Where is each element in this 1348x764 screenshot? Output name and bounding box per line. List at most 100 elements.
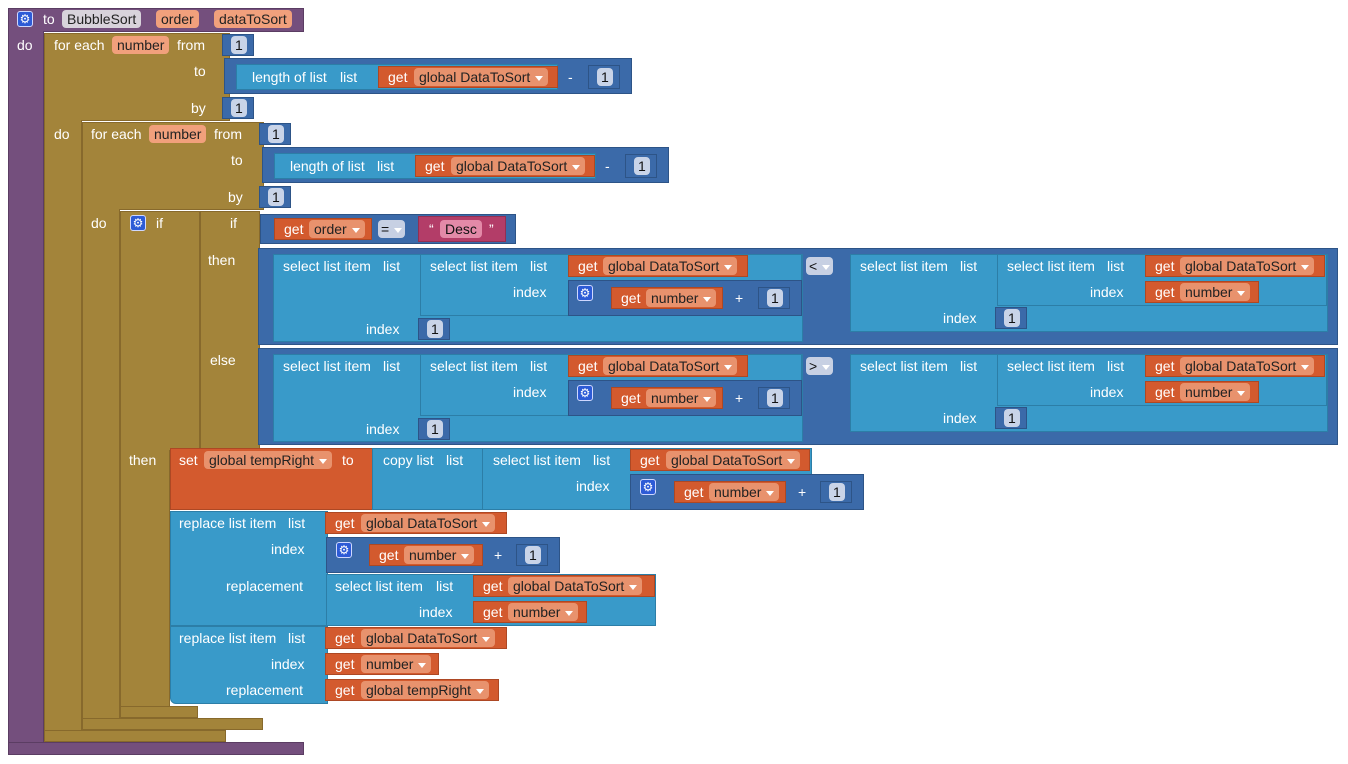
outer-from-number[interactable]: 1 <box>231 36 247 54</box>
then-right-outer-index-one[interactable]: 1 <box>1004 309 1020 327</box>
replace1-select-data-dropdown[interactable]: global DataToSort <box>508 577 643 595</box>
then-right-data-dropdown[interactable]: global DataToSort <box>1180 257 1315 275</box>
then-left-number-dropdown[interactable]: number <box>646 289 717 307</box>
gt-op-dropdown[interactable]: > <box>806 357 834 375</box>
if-rail <box>120 450 170 718</box>
replace1-select-index-label: index <box>419 604 453 620</box>
text-desc-value[interactable]: Desc <box>440 220 482 238</box>
replace2-get-temp-label: get <box>335 682 355 698</box>
procedure-gear-icon[interactable]: ⚙ <box>17 11 33 27</box>
chevron-down-icon <box>351 227 360 233</box>
else-left-data-dropdown[interactable]: global DataToSort <box>603 357 738 375</box>
chevron-down-icon <box>482 521 491 527</box>
else-right-outer-index-one[interactable]: 1 <box>1004 409 1020 427</box>
replace1-data-dropdown[interactable]: global DataToSort <box>361 514 496 532</box>
get-order-label: get <box>284 221 304 237</box>
param-order[interactable]: order <box>156 10 199 28</box>
procedure-to-label: to <box>43 11 55 27</box>
chevron-down-icon <box>476 688 485 694</box>
copy-get-number-label: get <box>684 484 704 500</box>
chevron-down-icon <box>766 490 775 496</box>
else-right-number-dropdown[interactable]: number <box>1180 383 1251 401</box>
then-left-one[interactable]: 1 <box>767 289 783 307</box>
copy-add-gear-icon[interactable]: ⚙ <box>640 479 656 495</box>
else-left-add-gear-icon[interactable]: ⚙ <box>577 385 593 401</box>
replace2-index-label: index <box>271 656 305 672</box>
chevron-down-icon <box>703 296 712 302</box>
replace1-add-gear-icon[interactable]: ⚙ <box>336 542 352 558</box>
outer-get-data-dropdown[interactable]: global DataToSort <box>414 68 549 86</box>
chevron-down-icon <box>1237 390 1246 396</box>
lt-op-dropdown[interactable]: < <box>806 257 834 275</box>
chevron-down-icon <box>482 636 491 642</box>
else-left-select-label: select list item <box>283 358 371 374</box>
outer-minus-op: - <box>568 69 573 85</box>
set-var-dropdown[interactable]: global tempRight <box>204 451 333 469</box>
inner-do-label: do <box>91 215 107 231</box>
else-right-data-dropdown[interactable]: global DataToSort <box>1180 357 1315 375</box>
then-left-select-list-label: list <box>383 258 401 274</box>
inner-for-each-footer <box>82 718 263 730</box>
then-left-add-gear-icon[interactable]: ⚙ <box>577 285 593 301</box>
replace1-select-get-number-label: get <box>483 604 503 620</box>
else-left-outer-index-one[interactable]: 1 <box>427 420 443 438</box>
inner-length-list-label: list <box>377 158 395 174</box>
outer-for-each-label: for each <box>54 37 105 53</box>
outer-do-label: do <box>54 126 70 142</box>
replace1-select-number-dropdown[interactable]: number <box>508 603 579 621</box>
replace2-temp-dropdown[interactable]: global tempRight <box>361 681 490 699</box>
then-right-index-label: index <box>1090 284 1124 300</box>
inner-get-data-dropdown[interactable]: global DataToSort <box>451 157 586 175</box>
equals-op-dropdown[interactable]: = <box>378 220 406 238</box>
param-datatosort[interactable]: dataToSort <box>214 10 292 28</box>
inner-by-number[interactable]: 1 <box>268 188 284 206</box>
outer-length-list-label: list <box>340 69 358 85</box>
outer-to-one[interactable]: 1 <box>597 68 613 86</box>
inner-to-one[interactable]: 1 <box>634 157 650 175</box>
copy-one[interactable]: 1 <box>829 483 845 501</box>
if-label: if <box>156 215 163 231</box>
then-right-number-dropdown[interactable]: number <box>1180 283 1251 301</box>
then-right-get-label: get <box>1155 258 1175 274</box>
else-left-number-dropdown[interactable]: number <box>646 389 717 407</box>
outer-get-label: get <box>388 69 408 85</box>
chevron-down-icon <box>319 458 328 464</box>
replace1-number-dropdown[interactable]: number <box>404 546 475 564</box>
copy-data-dropdown[interactable]: global DataToSort <box>666 451 801 469</box>
replace1-block[interactable] <box>170 511 328 626</box>
copy-number-dropdown[interactable]: number <box>709 483 780 501</box>
then-left-data-dropdown[interactable]: global DataToSort <box>603 257 738 275</box>
else-right-inner-list-label: list <box>1107 358 1125 374</box>
else-left-one[interactable]: 1 <box>767 389 783 407</box>
else-right-select-label: select list item <box>860 358 948 374</box>
procedure-do-label: do <box>17 37 33 53</box>
outer-by-number[interactable]: 1 <box>231 99 247 117</box>
chevron-down-icon <box>724 364 733 370</box>
copy-plus-op: + <box>798 484 807 500</box>
replace1-list-label: list <box>288 515 306 531</box>
replace2-label: replace list item <box>179 630 277 646</box>
choose-block[interactable] <box>200 211 260 451</box>
replace2-data-dropdown[interactable]: global DataToSort <box>361 629 496 647</box>
else-left-get-number-label: get <box>621 390 641 406</box>
then-left-outer-index-one[interactable]: 1 <box>427 320 443 338</box>
chevron-down-icon <box>724 264 733 270</box>
procedure-name-field[interactable]: BubbleSort <box>62 10 142 28</box>
then-left-get-label: get <box>578 258 598 274</box>
if-gear-icon[interactable]: ⚙ <box>130 215 146 231</box>
quote-close: ” <box>489 221 494 237</box>
replace1-one[interactable]: 1 <box>525 546 541 564</box>
outer-loop-var[interactable]: number <box>112 36 170 54</box>
quote-open: “ <box>429 221 434 237</box>
procedure-body-rail <box>8 31 44 755</box>
if-block[interactable] <box>120 211 200 451</box>
chevron-down-icon <box>565 610 574 616</box>
replace2-replacement-label: replacement <box>226 682 304 698</box>
inner-loop-var[interactable]: number <box>149 125 207 143</box>
get-order-dropdown[interactable]: order <box>309 220 365 238</box>
else-right-get-number-label: get <box>1155 384 1175 400</box>
chevron-down-icon <box>1301 364 1310 370</box>
inner-from-number[interactable]: 1 <box>268 125 284 143</box>
chevron-down-icon <box>822 364 831 370</box>
replace2-number-dropdown[interactable]: number <box>361 655 432 673</box>
